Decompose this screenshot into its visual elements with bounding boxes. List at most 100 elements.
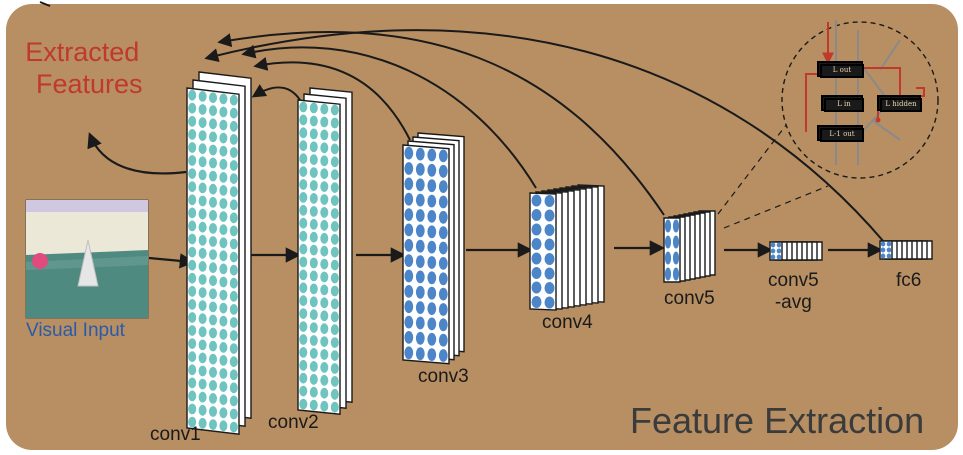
- neuron-dot: [330, 298, 339, 310]
- neuron-dot: [415, 224, 425, 238]
- neuron-dot: [209, 419, 217, 430]
- neuron-dot: [219, 224, 228, 236]
- neuron-dot: [188, 377, 197, 389]
- neuron-dot: [438, 287, 448, 301]
- neuron-dot: [415, 270, 425, 284]
- neuron-dot: [427, 286, 437, 300]
- neuron-dot: [188, 416, 197, 428]
- neuron-dot: [404, 315, 414, 329]
- neuron-dot: [320, 387, 329, 399]
- neuron-dot: [544, 224, 555, 236]
- neuron-dot: [188, 155, 197, 166]
- neuron-dot: [320, 245, 329, 257]
- neuron-dot: [544, 209, 555, 222]
- neuron-dot: [198, 404, 207, 416]
- neuron-dot: [229, 290, 238, 302]
- neuron-dot: [330, 182, 339, 194]
- neuron-dot: [188, 89, 197, 101]
- neuron-dot: [219, 368, 228, 379]
- neuron-dot: [664, 219, 672, 233]
- layer-label-conv3: conv3: [418, 366, 469, 387]
- neuron-dot: [770, 242, 776, 248]
- neuron-dot: [198, 300, 207, 311]
- neuron-dot: [188, 194, 197, 206]
- neuron-dot: [209, 183, 217, 195]
- neuron-dot: [198, 195, 207, 207]
- neuron-dot: [320, 362, 329, 373]
- neuron-dot: [229, 304, 238, 315]
- neuron-dot: [198, 182, 207, 194]
- neuron-dot: [664, 267, 672, 281]
- neuron-dot: [531, 281, 542, 294]
- neuron-dot: [438, 149, 448, 163]
- neuron-dot: [320, 297, 329, 309]
- neuron-dot: [229, 147, 238, 158]
- neuron-dot: [229, 94, 238, 106]
- neuron-dot: [320, 400, 329, 412]
- neuron-dot: [188, 272, 197, 284]
- neuron-dot: [299, 385, 308, 397]
- neuron-dot: [229, 369, 238, 381]
- neuron-dot: [188, 364, 197, 376]
- neuron-dot: [188, 285, 197, 297]
- extracted-features-arrow: [87, 132, 187, 175]
- neuron-dot: [404, 331, 414, 344]
- neuron-dot: [309, 167, 318, 179]
- neuron-dot: [309, 257, 318, 269]
- neuron-dot: [770, 248, 776, 254]
- neuron-dot: [320, 258, 329, 270]
- neuron-dot: [299, 140, 308, 152]
- neuron-dot: [198, 117, 207, 128]
- neuron-dot: [219, 355, 228, 366]
- neuron-dot: [415, 331, 425, 345]
- neuron-dot: [531, 223, 542, 236]
- inset-box-l-hidden: L hidden: [880, 98, 922, 112]
- neuron-dot: [886, 247, 892, 253]
- neuron-dot: [320, 194, 329, 205]
- neuron-dot: [415, 193, 425, 207]
- neuron-dot: [531, 296, 542, 308]
- neuron-dot: [320, 284, 329, 296]
- layer-label-conv1: conv1: [150, 424, 201, 445]
- neuron-dot: [309, 154, 318, 166]
- neuron-dot: [309, 361, 318, 372]
- neuron-dot: [320, 349, 329, 360]
- neuron-dot: [330, 337, 339, 348]
- neuron-dot: [219, 394, 228, 406]
- neuron-dot: [229, 134, 238, 145]
- neuron-dot: [219, 145, 228, 157]
- neuron-dot: [198, 261, 207, 272]
- neuron-dot: [330, 169, 339, 181]
- neuron-dot: [299, 114, 308, 126]
- neuron-dot: [427, 317, 437, 331]
- neuron-dot: [299, 256, 308, 268]
- neuron-dot: [209, 301, 217, 313]
- neuron-dot: [438, 180, 448, 194]
- neuron-dot: [427, 240, 437, 254]
- neuron-dot: [198, 274, 207, 285]
- neuron-dot: [209, 144, 217, 156]
- neuron-dot: [309, 270, 318, 282]
- neuron-dot: [219, 172, 228, 183]
- neuron-dot: [544, 282, 555, 294]
- neuron-dot: [309, 206, 318, 217]
- neuron-dot: [330, 233, 339, 245]
- neuron-dot: [330, 324, 339, 336]
- neuron-dot: [531, 267, 542, 279]
- layer-stack-fc6: [879, 240, 933, 260]
- neuron-dot: [229, 382, 238, 394]
- neuron-dot: [209, 131, 217, 143]
- neuron-dot: [188, 181, 197, 193]
- neuron-dot: [427, 225, 437, 239]
- neuron-dot: [544, 267, 555, 280]
- neuron-dot: [198, 143, 207, 155]
- neuron-dot: [415, 239, 425, 253]
- neuron-dot: [229, 251, 238, 263]
- neuron-dot: [438, 257, 448, 270]
- neuron-dot: [299, 372, 308, 384]
- neuron-dot: [544, 253, 555, 265]
- neuron-dot: [320, 374, 329, 386]
- neuron-dot: [664, 235, 672, 249]
- neuron-dot: [209, 314, 217, 326]
- neuron-dot: [309, 348, 318, 359]
